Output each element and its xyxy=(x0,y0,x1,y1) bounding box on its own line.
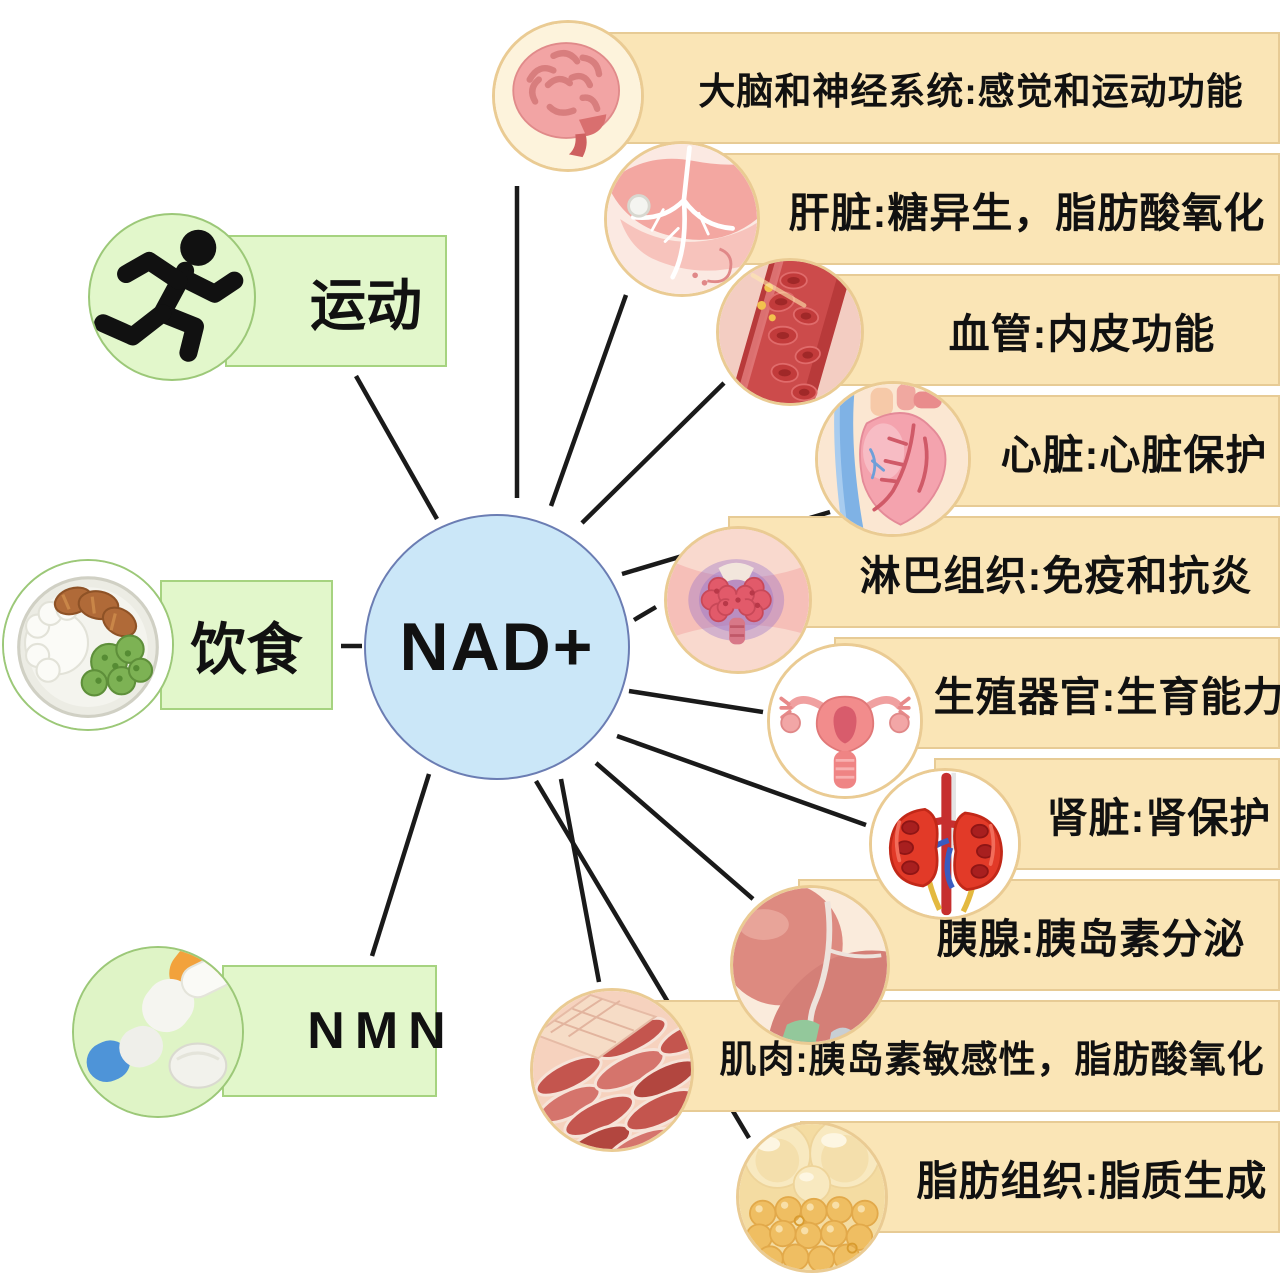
nmn-label: NMN xyxy=(307,1002,456,1060)
diet-label: 饮食 xyxy=(190,617,303,681)
adipose-icon xyxy=(736,1121,888,1273)
liver-icon xyxy=(604,141,760,297)
pancreas-icon xyxy=(730,885,890,1045)
label-brain: 大脑和神经系统:感觉和运动功能 xyxy=(698,71,1244,112)
label-vessel: 血管:内皮功能 xyxy=(948,311,1216,357)
line-exercise xyxy=(354,374,439,521)
muscle-icon xyxy=(530,988,694,1152)
label-muscle: 肌肉:胰岛素敏感性，脂肪酸氧化 xyxy=(719,1039,1265,1080)
line-pancreas xyxy=(594,761,755,901)
line-muscle xyxy=(558,778,602,983)
uterus-icon xyxy=(767,643,923,799)
nad-label: NAD+ xyxy=(399,609,595,685)
heart-icon xyxy=(815,381,971,537)
exercise-block: 运动 xyxy=(225,235,447,367)
label-bar-liver: 肝脏:糖异生，脂肪酸氧化 xyxy=(670,153,1280,265)
label-bar-lymph: 淋巴组织:免疫和抗炎 xyxy=(728,516,1280,628)
label-pancreas: 胰腺:胰岛素分泌 xyxy=(936,916,1246,962)
label-adipose: 脂肪组织:脂质生成 xyxy=(916,1158,1268,1204)
label-liver: 肝脏:糖异生，脂肪酸氧化 xyxy=(788,190,1266,236)
label-bar-muscle: 肌肉:胰岛素敏感性，脂肪酸氧化 xyxy=(600,1000,1280,1112)
label-kidney: 肾脏:肾保护 xyxy=(1046,795,1272,841)
diet-block: 饮食 xyxy=(160,580,333,710)
exercise-label: 运动 xyxy=(310,273,422,337)
pills-icon xyxy=(72,946,244,1118)
nmn-block: NMN xyxy=(222,965,446,1097)
lymph-tissue-icon xyxy=(664,526,812,674)
line-nmn xyxy=(369,773,432,957)
line-lymph xyxy=(632,605,658,622)
food-bowl-icon xyxy=(2,559,174,731)
blood-vessel-icon xyxy=(716,258,864,406)
kidney-icon xyxy=(869,768,1021,920)
line-liver xyxy=(548,294,629,507)
line-vessel xyxy=(580,381,726,525)
label-reproductive: 生殖器官:生育能力 xyxy=(933,674,1280,720)
label-heart: 心脏:心脏保护 xyxy=(1000,432,1268,478)
runner-icon xyxy=(88,213,256,381)
label-bar-brain: 大脑和神经系统:感觉和运动功能 xyxy=(558,32,1280,144)
line-reproductive xyxy=(628,688,764,715)
line-kidney xyxy=(616,733,867,828)
nad-hub: NAD+ xyxy=(364,514,630,780)
label-lymph: 淋巴组织:免疫和抗炎 xyxy=(859,553,1253,599)
brain-icon xyxy=(492,20,644,172)
